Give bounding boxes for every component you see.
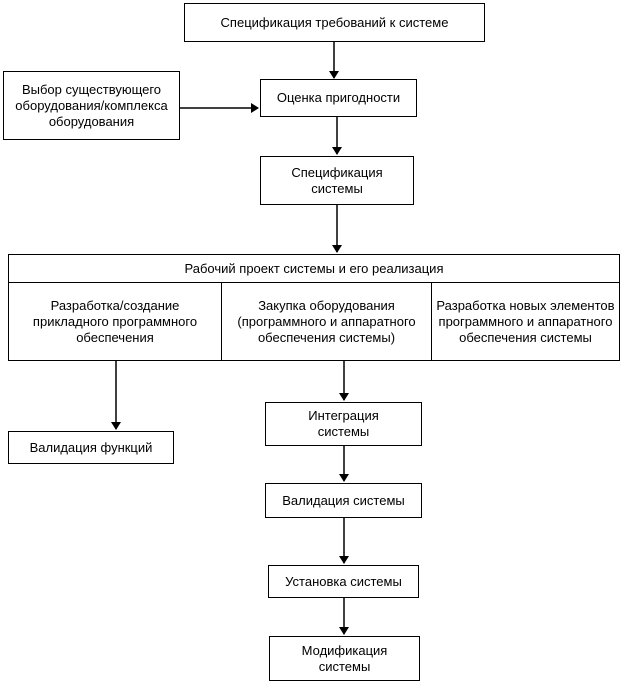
system-integration-box: Интеграция системы [265, 402, 422, 446]
detailed-design-header-label: Рабочий проект системы и его реализация [184, 260, 444, 276]
suitability-assessment-box: Оценка пригодности [260, 79, 417, 117]
function-validation-box: Валидация функций [8, 431, 174, 464]
system-installation-box: Установка системы [268, 565, 419, 598]
new-elements-development-label: Разработка новых элементов программного … [436, 297, 615, 345]
system-specification-label: Спецификация системы [291, 164, 383, 196]
system-requirements-spec-label: Спецификация требований к системе [220, 14, 449, 30]
existing-equipment-selection-box: Выбор существующего оборудования/комплек… [3, 71, 180, 140]
application-software-development-box: Разработка/создание прикладного программ… [8, 282, 222, 361]
system-integration-label: Интеграция системы [308, 408, 379, 439]
detailed-design-header-box: Рабочий проект системы и его реализация [8, 254, 620, 283]
equipment-procurement-label: Закупка оборудования (программного и апп… [237, 297, 416, 345]
system-specification-box: Спецификация системы [260, 156, 414, 205]
system-requirements-spec-box: Спецификация требований к системе [184, 3, 485, 42]
suitability-assessment-label: Оценка пригодности [276, 90, 401, 105]
application-software-development-label: Разработка/создание прикладного программ… [32, 297, 198, 345]
function-validation-label: Валидация функций [29, 439, 153, 455]
equipment-procurement-box: Закупка оборудования (программного и апп… [221, 282, 432, 361]
system-modification-label: Модификация системы [301, 642, 388, 674]
new-elements-development-box: Разработка новых элементов программного … [431, 282, 620, 361]
system-modification-box: Модификация системы [269, 636, 420, 681]
system-validation-label: Валидация системы [282, 492, 405, 508]
existing-equipment-selection-label: Выбор существующего оборудования/комплек… [15, 81, 168, 129]
system-installation-label: Установка системы [285, 573, 402, 589]
system-validation-box: Валидация системы [265, 483, 422, 518]
